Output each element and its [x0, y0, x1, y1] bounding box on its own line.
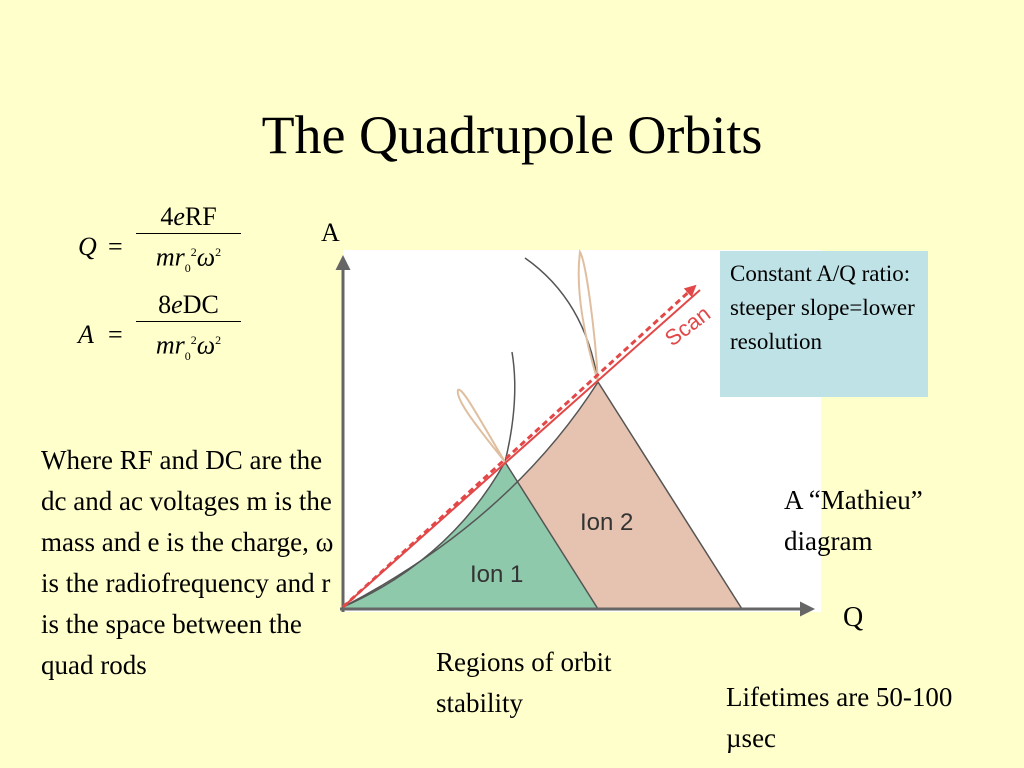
x-axis-label: Q [843, 602, 864, 633]
scan-line-dashed [341, 284, 697, 609]
ion-2-label: Ion 2 [580, 509, 633, 536]
ion-2-upper-curve [524, 257, 599, 383]
q-formula-lhs: Q [78, 232, 97, 261]
q-formula-numerator: 4eRF [136, 202, 241, 232]
a-formula-denominator: mr02ω2 [136, 325, 241, 363]
description-text: Where RF and DC are the dc and ac voltag… [41, 445, 334, 680]
ion-1-upper-curve [504, 351, 516, 463]
a-den-omega: ω [196, 330, 216, 360]
ion-2-boundary [342, 380, 743, 610]
q-formula-denominator: mr02ω2 [136, 237, 241, 275]
a-formula-bar [136, 321, 241, 322]
q-formula-fraction: 4eRF mr02ω2 [136, 202, 241, 275]
a-den-sub: 0 [184, 348, 191, 363]
callout-box: Constant A/Q ratio: steeper slope=lower … [720, 251, 928, 397]
slide-title: The Quadrupole Orbits [261, 105, 763, 165]
a-num-rest: DC [182, 290, 219, 319]
a-num-var: e [171, 290, 183, 319]
q-num-coef: 4 [160, 202, 174, 231]
a-formula-equals: = [108, 320, 123, 349]
scan-line-solid [342, 289, 701, 608]
q-den-sub: 0 [184, 260, 191, 275]
a-formula-fraction: 8eDC mr02ω2 [136, 290, 241, 363]
regions-caption: Regions of orbit stability [436, 647, 612, 718]
mathieu-caption: A “Mathieu” diagram [784, 485, 923, 556]
q-num-var: e [173, 202, 185, 231]
a-den-m: mr [155, 330, 185, 360]
ion-1-boundary [342, 460, 599, 610]
a-num-coef: 8 [158, 290, 172, 319]
q-den-omega: ω [196, 242, 216, 272]
a-formula-numerator: 8eDC [136, 290, 241, 320]
q-formula-bar [136, 233, 241, 234]
ion-1-tip [456, 388, 506, 463]
ion-2-tip [577, 249, 599, 383]
q-den-m: mr [155, 242, 185, 272]
a-formula-lhs: A [78, 320, 94, 349]
a-den-sup: 2 [190, 333, 197, 347]
y-axis-label: A [321, 218, 340, 247]
ion-1-region [343, 462, 598, 609]
ion-1-label: Ion 1 [470, 561, 523, 588]
a-den-sup2: 2 [215, 333, 222, 347]
q-formula-equals: = [108, 232, 123, 261]
lifetime-caption: Lifetimes are 50-100 µsec [726, 682, 953, 753]
q-num-rest: RF [184, 202, 217, 231]
q-den-sup: 2 [190, 245, 197, 259]
q-den-sup2: 2 [215, 245, 222, 259]
